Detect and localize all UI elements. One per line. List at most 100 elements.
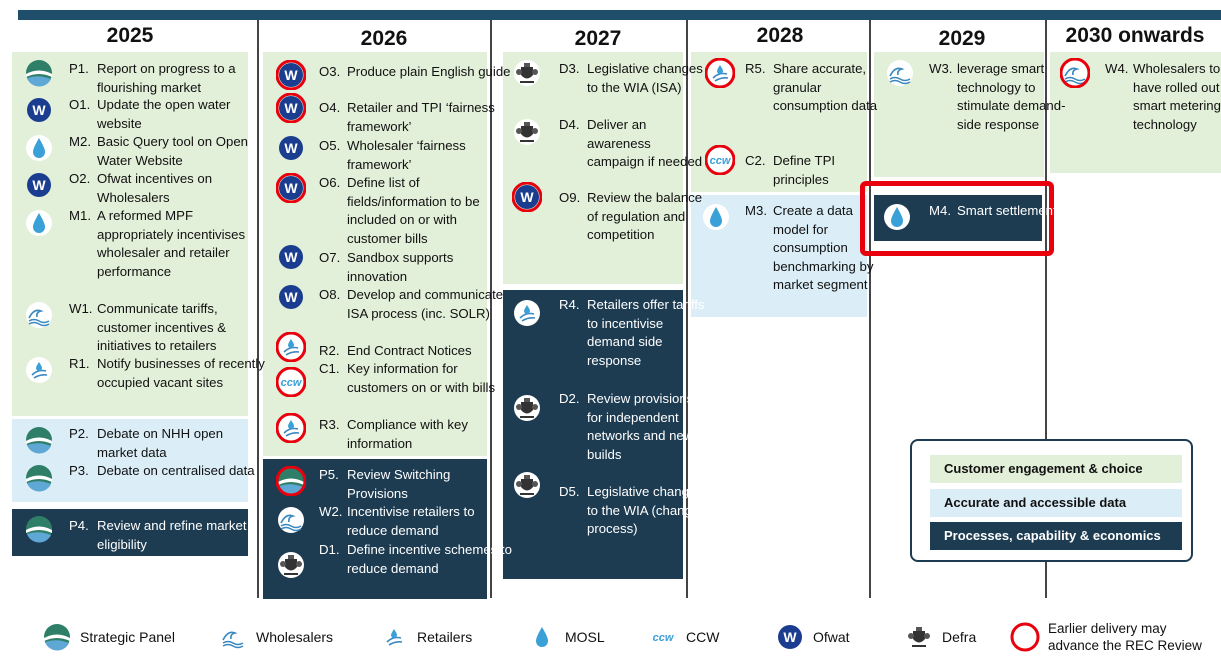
roadmap-item: D2. Review provisions for independent net… — [559, 390, 707, 464]
roadmap-item: D4. Deliver an awareness campaign if need… — [559, 116, 707, 172]
roadmap-item: D5.Legislative changes to the WIA (chang… — [559, 483, 707, 539]
roadmap-item: O1. Update the open water website — [69, 96, 267, 133]
item-text: Smart settlement — [957, 203, 1057, 218]
ofwat-icon: W — [275, 172, 307, 204]
item-code: M4. — [929, 203, 951, 218]
key-wholesalers: Wholesalers — [218, 620, 333, 654]
item-code: M1. — [69, 208, 91, 223]
key-label: Retailers — [417, 629, 473, 645]
item-code: D2. — [559, 391, 580, 406]
key-strategic-panel: Strategic Panel — [42, 620, 175, 654]
wholesalers-icon — [1059, 57, 1091, 89]
item-code: O1. — [69, 97, 91, 112]
defra-icon — [512, 117, 542, 147]
item-code: R2. — [319, 343, 340, 358]
item-code: W4. — [1105, 61, 1129, 76]
item-code: D3. — [559, 61, 580, 76]
retailers-icon — [704, 57, 736, 89]
item-code: O3. — [319, 64, 341, 79]
roadmap-item: R2.End Contract Notices — [319, 342, 512, 361]
item-text: Report on progress to a flourishing mark… — [97, 61, 236, 95]
item-text: Create a data model for consumption benc… — [773, 203, 874, 292]
key-label: CCW — [686, 629, 720, 645]
item-text: Debate on NHH open market data — [97, 426, 224, 460]
item-text: Produce plain English guide — [347, 64, 511, 79]
svg-text:ccw: ccw — [710, 155, 732, 167]
roadmap-item: P2. Debate on NHH open market data — [69, 425, 267, 462]
item-text: Review the balance of regulation and com… — [587, 190, 703, 242]
red-ring-icon — [1010, 622, 1040, 652]
wholesalers-icon — [276, 505, 306, 535]
item-text: Compliance with key information — [347, 417, 468, 451]
wholesalers-icon — [218, 622, 248, 652]
roadmap-item: O5.Wholesaler ‘fairness framework’ — [319, 137, 512, 174]
key-ccw: ccw CCW — [648, 620, 720, 654]
mosl-icon — [701, 202, 731, 232]
highlight-box — [860, 181, 1054, 256]
column-divider — [490, 20, 492, 598]
ofwat-icon: W — [275, 59, 307, 91]
roadmap-item: O9. Review the balance of regulation and … — [559, 189, 707, 245]
retailers-icon — [275, 412, 307, 444]
roadmap-item: O3. Produce plain English guide — [319, 63, 512, 82]
item-code: M2. — [69, 134, 91, 149]
column-divider — [686, 20, 688, 598]
column-divider — [257, 20, 259, 598]
item-code: O9. — [559, 190, 581, 205]
item-text: leverage smart technology to stimulate d… — [957, 61, 1066, 132]
strategic-panel-icon — [275, 465, 307, 497]
svg-text:ccw: ccw — [653, 632, 675, 644]
item-code: D4. — [559, 117, 580, 132]
item-text: Retailer and TPI ‘fairness framework’ — [347, 100, 495, 134]
wholesalers-icon — [24, 300, 54, 330]
item-text: Sandbox supports innovation — [347, 250, 454, 284]
item-text: Update the open water website — [97, 97, 231, 131]
item-code: R4. — [559, 297, 580, 312]
item-text: Deliver an awareness campaign if needed — [587, 117, 703, 169]
item-text: Incentivise retailers to reduce demand — [347, 504, 475, 538]
defra-icon — [512, 393, 542, 423]
svg-text:W: W — [284, 140, 298, 156]
ccw-icon: ccw — [648, 622, 678, 652]
ofwat-icon: W — [276, 133, 306, 163]
year-2027: 2027 — [574, 27, 622, 50]
svg-text:W: W — [284, 249, 298, 265]
item-text: Review and refine market eligibility — [97, 518, 247, 552]
key-label: Earlier delivery may advance the REC Rev… — [1048, 621, 1202, 653]
item-code: O4. — [319, 100, 341, 115]
strategic-panel-icon — [24, 514, 54, 544]
roadmap-item: W4.Wholesalers to have rolled out smart … — [1105, 60, 1221, 134]
roadmap-item: P3.Debate on centralised data — [69, 462, 267, 481]
item-code: P2. — [69, 426, 89, 441]
block-2027-engagement — [503, 52, 683, 284]
roadmap-item: C1.Key information for customers on or w… — [319, 360, 512, 397]
roadmap-item: R3. Compliance with key information — [319, 416, 512, 453]
item-text: Ofwat incentives on Wholesalers — [97, 171, 213, 205]
roadmap-item: O7.Sandbox supports innovation — [319, 249, 512, 286]
ofwat-icon: W — [275, 92, 307, 124]
roadmap-item: R4.Retailers offer tariffs to incentivis… — [559, 296, 707, 370]
key-label: Ofwat — [813, 629, 850, 645]
svg-text:W: W — [520, 189, 534, 205]
item-text: Key information for customers on or with… — [347, 361, 496, 395]
roadmap-item: R1.Notify businesses of recently occupie… — [69, 355, 267, 392]
item-code: O6. — [319, 175, 341, 190]
roadmap-item: W2.Incentivise retailers to reduce deman… — [319, 503, 512, 540]
roadmap-item: O4. Retailer and TPI ‘fairness framework’ — [319, 99, 512, 136]
svg-text:W: W — [284, 67, 298, 83]
item-code: O8. — [319, 287, 341, 302]
item-code: R3. — [319, 417, 340, 432]
strategic-panel-icon — [24, 463, 54, 493]
key-label: Wholesalers — [256, 629, 334, 645]
legend-engagement: Customer engagement & choice — [930, 455, 1182, 483]
year-2026: 2026 — [360, 27, 408, 50]
item-code: C2. — [745, 153, 766, 168]
item-text: Notify businesses of recently occupied v… — [97, 356, 265, 390]
strategic-panel-icon — [24, 58, 54, 88]
roadmap-item: P1.Report on progress to a flourishing m… — [69, 60, 267, 97]
legend-data: Accurate and accessible data — [930, 489, 1182, 517]
year-2025: 2025 — [106, 24, 154, 47]
item-text: Review provisions for independent networ… — [587, 391, 694, 462]
svg-text:W: W — [32, 177, 46, 193]
